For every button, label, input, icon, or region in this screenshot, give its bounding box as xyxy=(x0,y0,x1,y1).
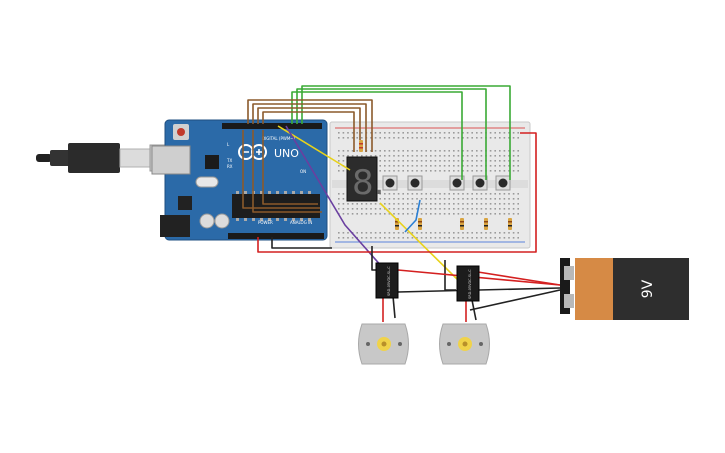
wire-red-power xyxy=(257,132,537,253)
wire-red-relay-2 xyxy=(477,271,561,286)
analog-label: ANALOG IN xyxy=(290,220,312,225)
resistor-4[interactable] xyxy=(484,218,488,230)
resistor-3[interactable] xyxy=(460,218,464,230)
battery-9v[interactable]: 9V xyxy=(560,258,689,320)
wire-blue xyxy=(404,199,421,233)
wire-brown-1 xyxy=(247,99,373,152)
l-led-label: L xyxy=(227,142,230,147)
board-label: UNO xyxy=(274,147,299,160)
dc-motor-1[interactable] xyxy=(358,323,409,365)
breadboard-holes xyxy=(338,132,519,239)
wire-motor-1-black xyxy=(392,295,396,319)
wire-yellow-2 xyxy=(379,202,461,283)
relay-2[interactable]: SRD-05VDC-SL-C xyxy=(456,265,480,302)
push-button-3[interactable] xyxy=(449,175,465,191)
push-button-2[interactable] xyxy=(407,175,423,191)
relay-1-label: SRD-05VDC-SL-C xyxy=(387,266,391,296)
resistor-5[interactable] xyxy=(508,218,512,230)
wire-motor-2-black xyxy=(471,299,477,321)
relay-1[interactable]: SRD-05VDC-SL-C xyxy=(375,262,399,299)
power-label: POWER xyxy=(258,220,273,225)
wire-brown-2 xyxy=(252,103,367,152)
arduino-uno-board[interactable]: UNO DIGITAL (PWM~) POWER ANALOG IN TX RX… xyxy=(151,119,328,241)
digital-label: DIGITAL (PWM~) xyxy=(262,136,296,141)
dc-motor-2[interactable] xyxy=(439,323,490,365)
resistor-2[interactable] xyxy=(418,218,422,230)
analog-power-header xyxy=(228,233,324,239)
wire-black-ground xyxy=(271,237,332,249)
relay-2-label: SRD-05VDC-SL-C xyxy=(468,269,472,299)
breadboard[interactable] xyxy=(329,121,531,249)
resistor-top[interactable] xyxy=(359,140,363,152)
arduino-logo-icon xyxy=(238,144,267,160)
push-button-4[interactable] xyxy=(472,175,488,191)
wire-black-batt-2 xyxy=(469,289,561,311)
seven-segment-display[interactable]: 8. xyxy=(346,156,384,203)
atmega-chip xyxy=(232,194,320,218)
usb-jack xyxy=(151,145,191,175)
push-button-5[interactable] xyxy=(495,175,511,191)
wires xyxy=(242,85,561,322)
wire-black-relay-1 xyxy=(371,246,377,271)
rx-label: RX xyxy=(227,164,233,169)
wire-brown-5 xyxy=(242,130,320,209)
wire-brown-7 xyxy=(262,130,318,205)
wire-green-3 xyxy=(301,85,511,180)
seven-segment-digit: 8. xyxy=(352,163,384,203)
wire-purple xyxy=(285,125,384,269)
wire-green-2 xyxy=(296,88,487,180)
wire-brown-3 xyxy=(257,107,361,140)
battery-label: 9V xyxy=(640,279,656,298)
on-led-label: ON xyxy=(300,169,306,174)
wire-brown-6 xyxy=(252,130,322,213)
wire-brown-4 xyxy=(262,111,355,152)
tx-label: TX xyxy=(226,158,232,163)
power-jack xyxy=(160,215,190,237)
digital-header xyxy=(222,123,322,129)
push-button-1[interactable] xyxy=(382,175,398,191)
